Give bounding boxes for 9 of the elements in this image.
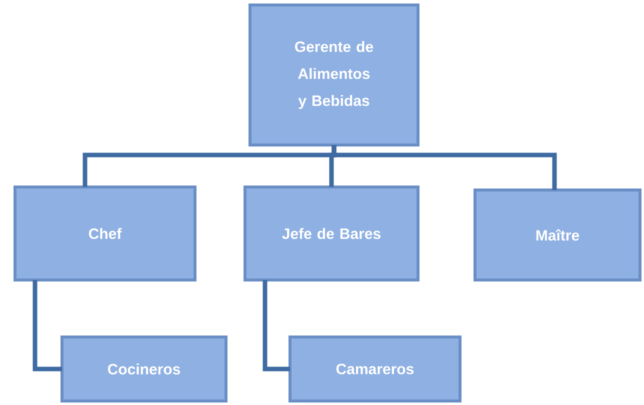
org-box: Gerente de Alimentos y Bebidas — [248, 4, 420, 146]
org-box: Cocineros — [60, 336, 228, 402]
connector-line — [332, 145, 557, 190]
org-box: Camareros — [288, 336, 462, 402]
org-box: Jefe de Bares — [244, 186, 420, 282]
connector-line — [262, 280, 290, 372]
org-box: Chef — [14, 186, 196, 282]
connector-line — [32, 280, 62, 372]
org-box: Maître — [474, 188, 642, 282]
